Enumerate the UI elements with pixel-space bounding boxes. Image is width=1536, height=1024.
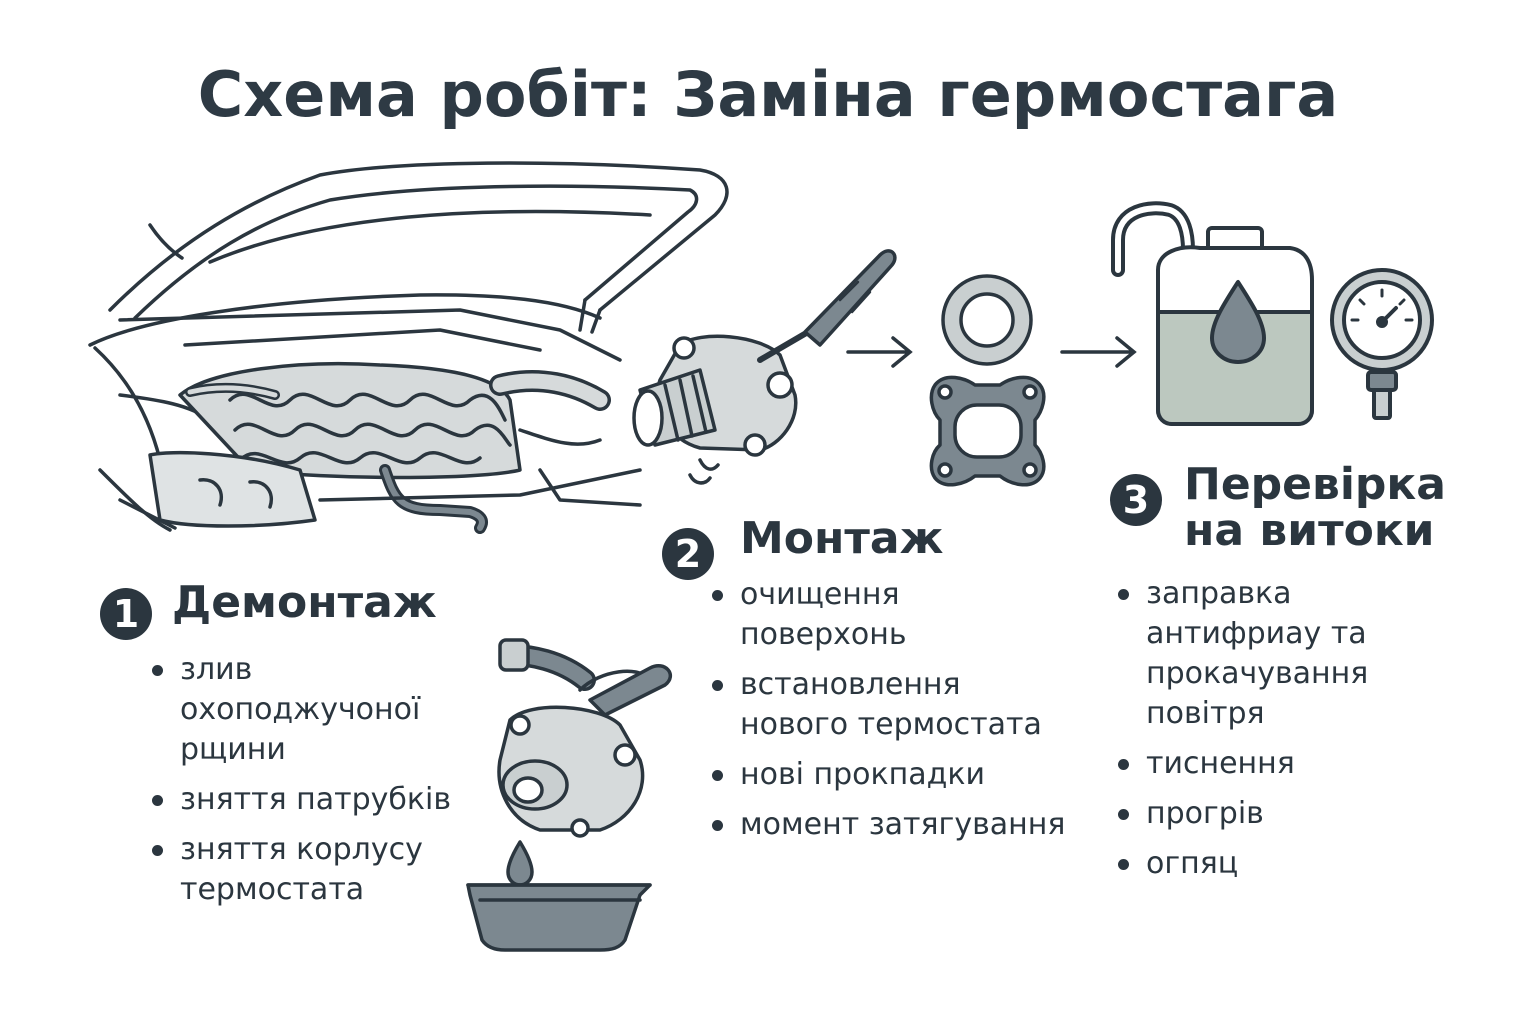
step-1-number: 1 [100, 588, 152, 640]
list-item: очищення поверхонь [710, 575, 1110, 655]
step-2-number: 2 [662, 528, 714, 580]
step-3-number: 3 [1110, 474, 1162, 526]
arrow-icon [846, 336, 913, 368]
list-item: встановлення нового термостата [710, 665, 1110, 745]
step-1-title: Демонтаж [172, 577, 437, 628]
step-1-list: злив охоподжучоної рщини зняття патрубкі… [150, 650, 480, 920]
list-item: момент затягування [710, 805, 1110, 845]
step-2-header: 2 Монтаж [662, 516, 943, 580]
list-item: злив охоподжучоної рщини [150, 650, 480, 770]
list-item: зняття патрубків [150, 780, 480, 820]
step-2-list: очищення поверхонь встановлення нового т… [710, 575, 1110, 855]
pressure-gauge-icon [1330, 268, 1434, 420]
coolant-canister-icon [1111, 201, 1314, 426]
list-item: зняття корлусу термостата [150, 830, 480, 910]
car-engine-bay-illustration [88, 161, 729, 534]
step-3-list: заправка антифриау та прокачування повіт… [1116, 574, 1416, 894]
list-item: заправка антифриау та прокачування повіт… [1116, 574, 1416, 734]
list-item: тиснення [1116, 744, 1416, 784]
page-title: Схема робіт: Заміна гермостага [197, 58, 1339, 131]
thermostat-removal-illustration [466, 638, 672, 952]
arrow-icon [1060, 336, 1137, 368]
step-3-header: 3 Перевірка на витоки [1110, 462, 1446, 554]
list-item: огпяц [1116, 844, 1416, 884]
list-item: прогрів [1116, 794, 1416, 834]
list-item: нові прокпадки [710, 755, 1110, 795]
gasket-ring-icon [941, 274, 1033, 366]
step-1-header: 1 Демонтаж [100, 580, 437, 640]
step-2-title: Монтаж [740, 513, 944, 564]
thermostat-housing-illustration [632, 249, 897, 485]
step-3-title: Перевірка на витоки [1184, 459, 1446, 556]
gasket-flange-icon [929, 375, 1046, 487]
